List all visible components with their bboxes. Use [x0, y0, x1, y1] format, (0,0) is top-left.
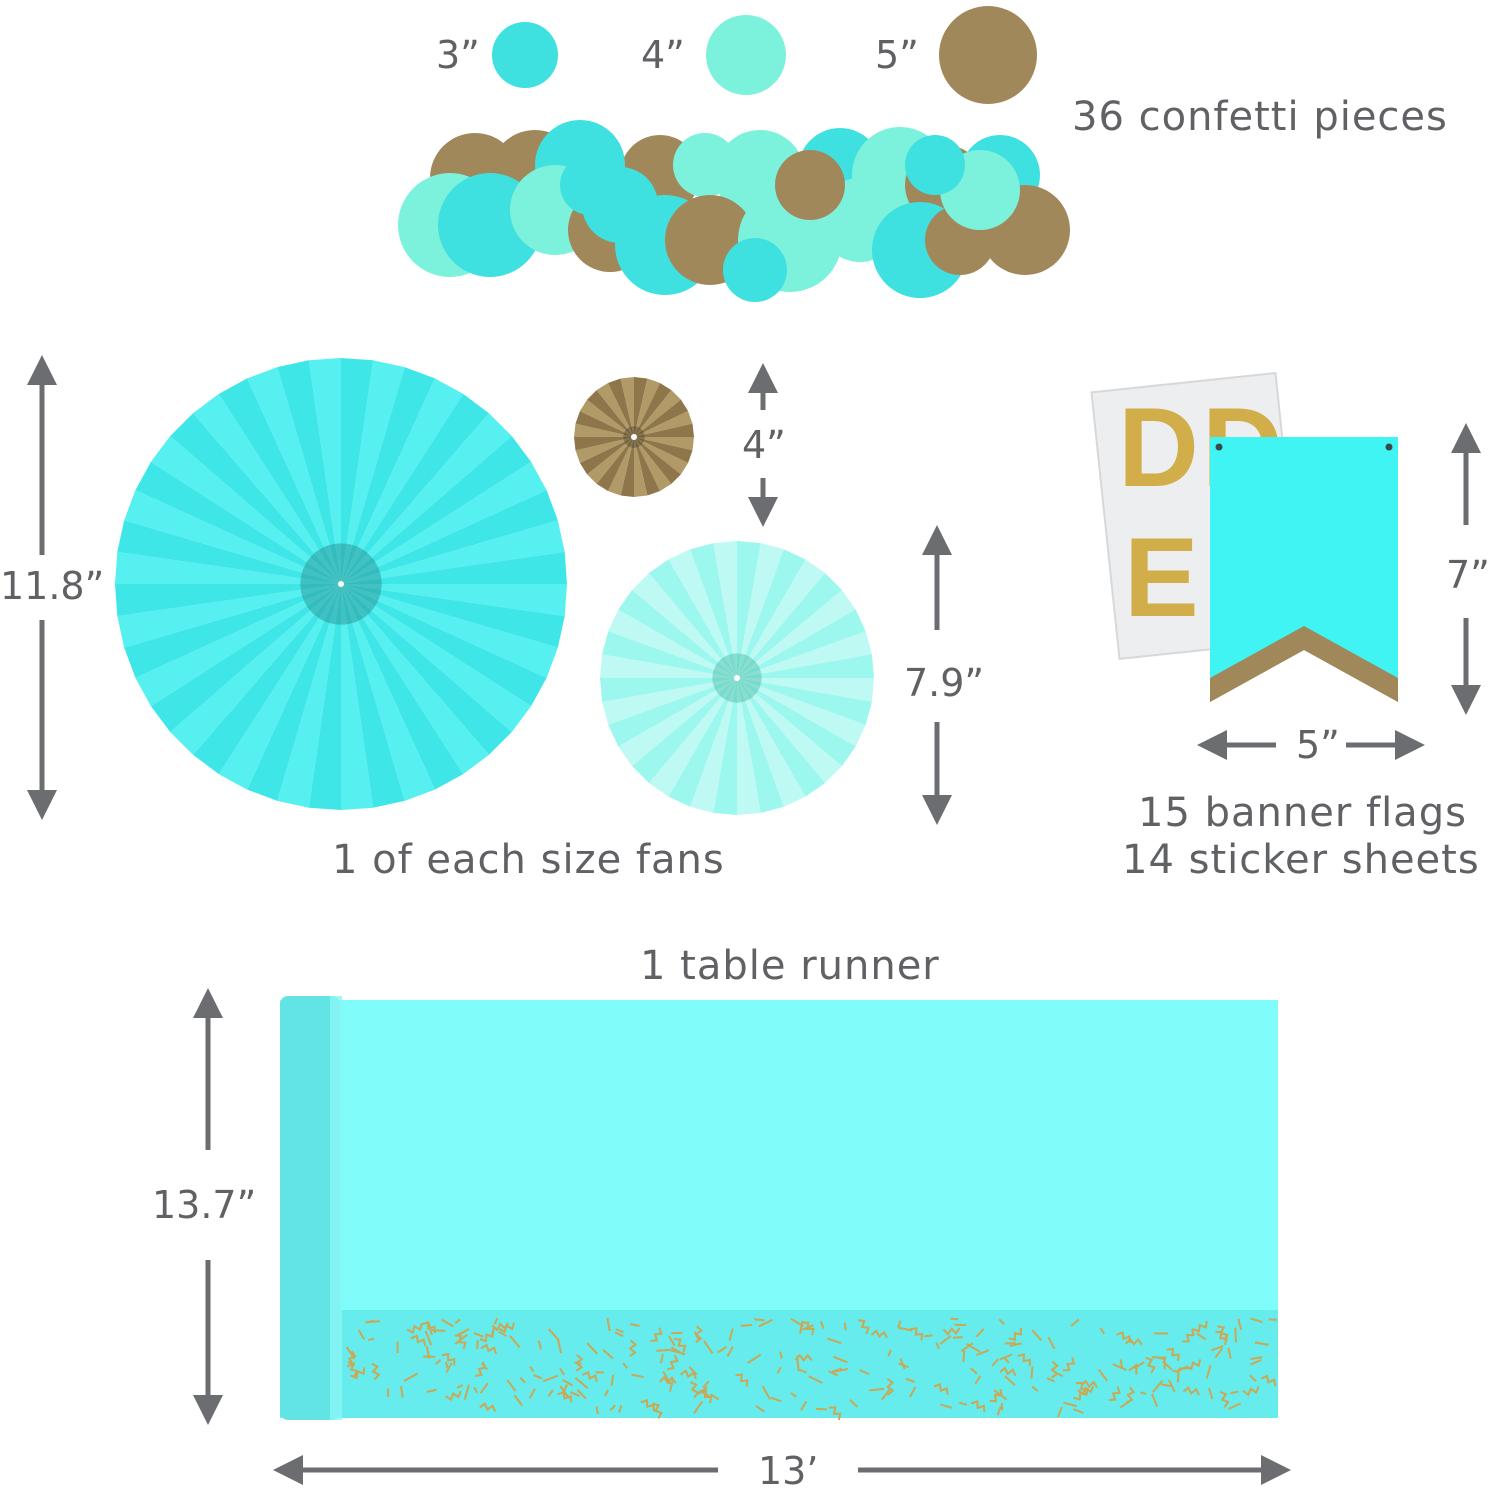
- confetti-caption: 36 confetti pieces: [1072, 97, 1448, 137]
- small-fan-height-label: 4”: [742, 426, 786, 464]
- confetti-piece: [673, 133, 737, 197]
- confetti-3in-label: 3”: [436, 36, 480, 74]
- runner-sprinkle: [369, 1321, 380, 1322]
- runner-sprinkle: [596, 1406, 597, 1414]
- runner-sprinkle: [1269, 1319, 1277, 1320]
- confetti-4in-swatch: [706, 15, 786, 95]
- runner-sprinkle: [963, 1351, 964, 1363]
- flag-height-label: 7”: [1446, 556, 1490, 594]
- sticker-sheets-caption: 14 sticker sheets: [1122, 840, 1480, 880]
- confetti-piece: [560, 155, 620, 215]
- medium-mint-paper-fan: [600, 541, 874, 815]
- medium-fan-height-label: 7.9”: [904, 664, 984, 702]
- runner-sprinkle: [816, 1409, 827, 1410]
- confetti-piece: [775, 150, 845, 220]
- runner-sprinkle: [1031, 1367, 1032, 1379]
- runner-length-label: 13’: [758, 1452, 818, 1490]
- large-paper-fan: [115, 358, 567, 810]
- sticker-letter: E: [1124, 522, 1199, 634]
- banner-flags-caption: 15 banner flags: [1138, 793, 1467, 833]
- small-gold-paper-fan: [574, 377, 694, 497]
- confetti-3in-swatch: [492, 22, 558, 88]
- runner-sprinkle: [432, 1330, 445, 1331]
- runner-sprinkle: [924, 1335, 932, 1336]
- runner-sprinkle: [754, 1319, 764, 1320]
- confetti-5in-label: 5”: [875, 36, 919, 74]
- confetti-piece: [905, 135, 965, 195]
- confetti-piece: [723, 238, 787, 302]
- fan-center: [734, 675, 740, 681]
- confetti-pile: [398, 120, 1070, 302]
- runner-height-label: 13.7”: [152, 1186, 256, 1224]
- fan-center: [338, 581, 344, 587]
- runner-sprinkle: [845, 1323, 846, 1331]
- sticker-letter: D: [1118, 392, 1199, 504]
- sticker-letter: D: [1202, 392, 1283, 504]
- fans-caption: 1 of each size fans: [332, 840, 725, 880]
- table-runner: [280, 996, 1278, 1420]
- confetti-4in-label: 4”: [641, 36, 685, 74]
- confetti-5in-swatch: [939, 6, 1037, 104]
- runner-caption: 1 table runner: [640, 946, 940, 986]
- runner-sprinkle: [741, 1325, 753, 1326]
- runner-sprinkle: [656, 1350, 670, 1351]
- runner-sprinkle: [1152, 1357, 1166, 1358]
- fan-center: [631, 434, 637, 440]
- runner-sprinkle: [953, 1337, 963, 1338]
- large-fan-height-label: 11.8”: [0, 567, 104, 605]
- flag-width-label: 5”: [1296, 726, 1340, 764]
- runner-sprinkle: [1235, 1328, 1236, 1343]
